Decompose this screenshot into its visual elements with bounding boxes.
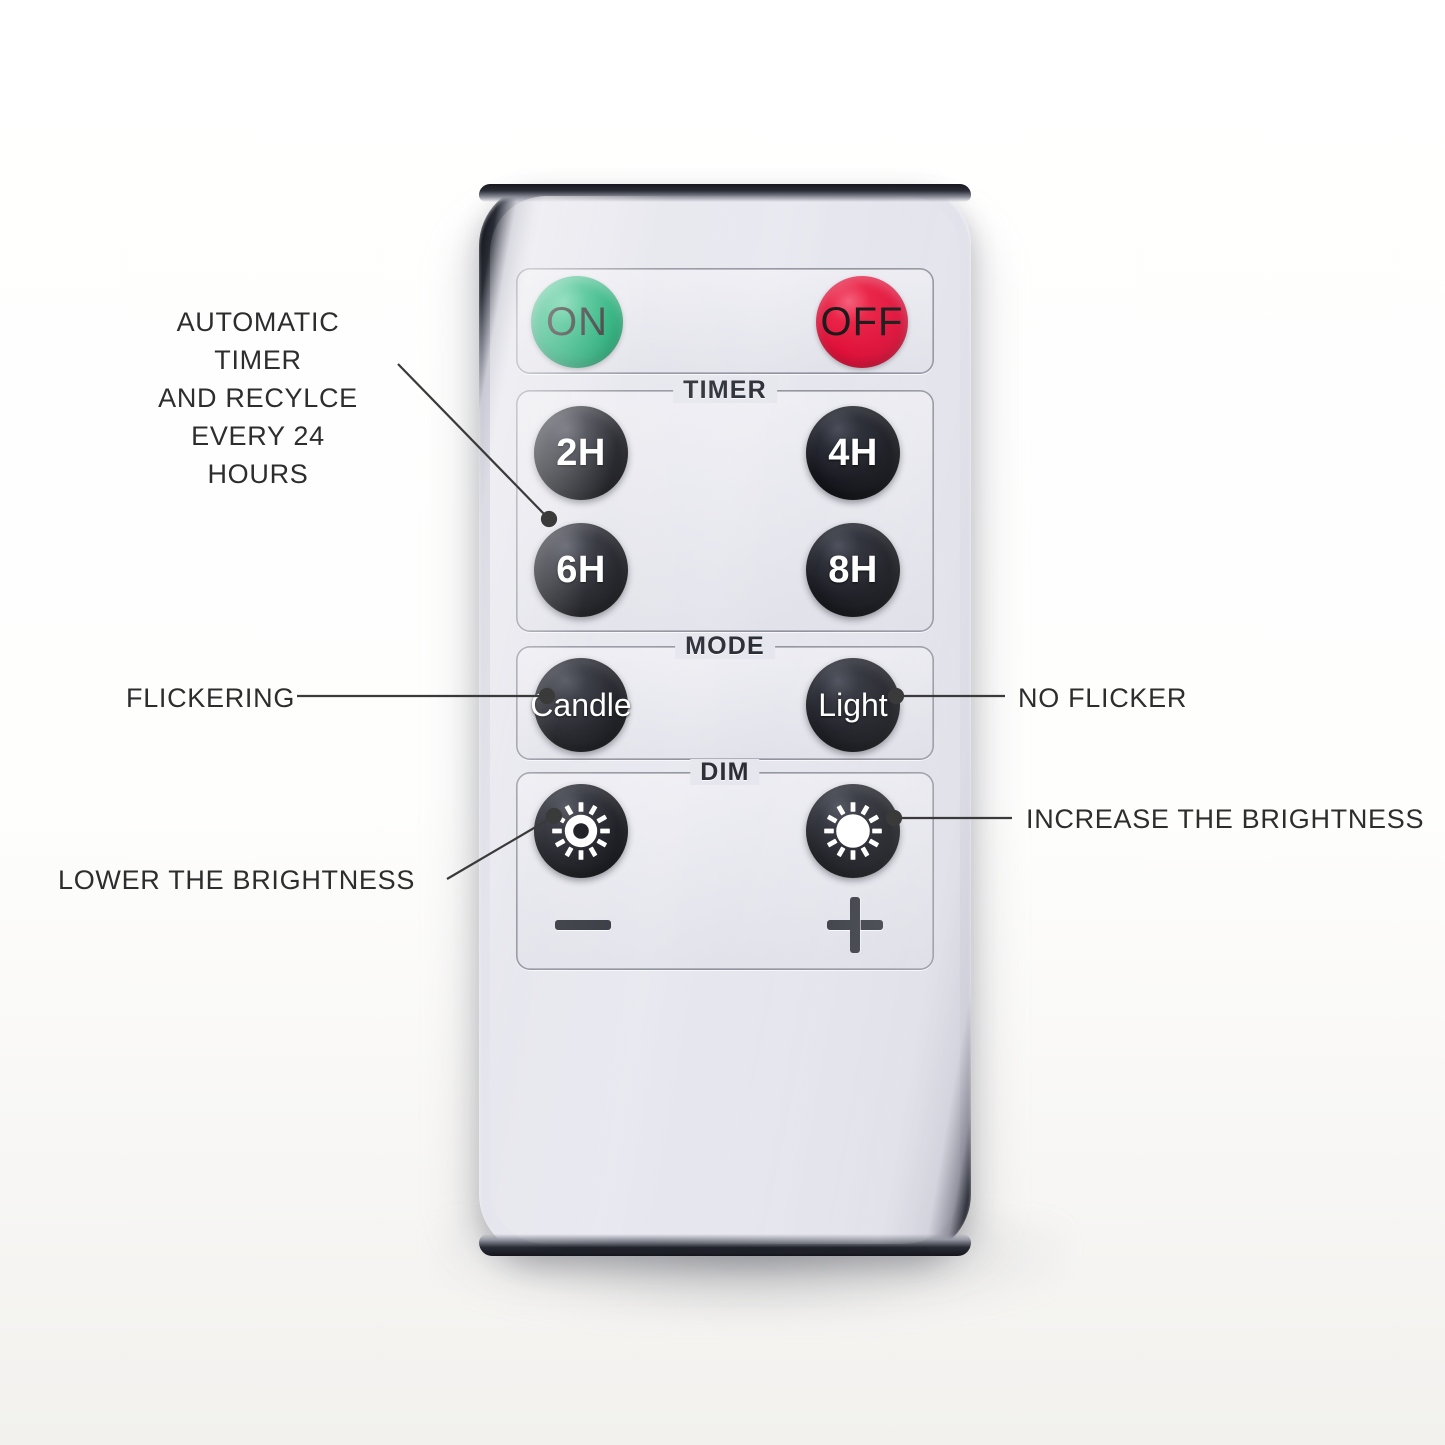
timer-2h-label: 2H [556, 431, 606, 474]
sun-small-icon [552, 802, 610, 860]
mode-panel-label: MODE [675, 633, 775, 659]
off-button[interactable]: OFF [816, 276, 908, 368]
timer-6h-label: 6H [556, 548, 606, 591]
dim-up-button[interactable] [806, 784, 900, 878]
dim-down-button[interactable] [534, 784, 628, 878]
candle-mode-button[interactable]: Candle [530, 658, 632, 752]
remote-bottom-seam [520, 1247, 930, 1254]
light-mode-button[interactable]: Light [806, 658, 900, 752]
timer-4h-button[interactable]: 4H [806, 406, 900, 500]
annotation-no-flicker: NO FLICKER [1018, 683, 1188, 713]
annotation-lower-brightness: LOWER THE BRIGHTNESS [58, 865, 416, 895]
off-button-label: OFF [820, 299, 904, 344]
sun-large-icon [824, 802, 882, 860]
timer-4h-label: 4H [828, 431, 878, 474]
annotation-flickering: FLICKERING [126, 683, 296, 713]
timer-8h-button[interactable]: 8H [806, 523, 900, 617]
timer-panel-label: TIMER [673, 377, 777, 403]
dim-minus-icon [555, 920, 611, 930]
timer-6h-button[interactable]: 6H [534, 523, 628, 617]
dim-panel-label: DIM [690, 759, 760, 785]
dim-plus-icon-vertical [850, 897, 860, 953]
on-button[interactable]: ON [531, 276, 623, 368]
candle-mode-label: Candle [530, 686, 632, 723]
annotation-increase-brightness: INCREASE THE BRIGHTNESS [1026, 804, 1425, 834]
light-mode-label: Light [818, 686, 888, 723]
annotation-automatic-timer: AUTOMATIC TIMER AND RECYLCE EVERY 24 HOU… [158, 307, 358, 489]
on-button-label: ON [546, 299, 608, 344]
timer-8h-label: 8H [828, 548, 878, 591]
timer-2h-button[interactable]: 2H [534, 406, 628, 500]
